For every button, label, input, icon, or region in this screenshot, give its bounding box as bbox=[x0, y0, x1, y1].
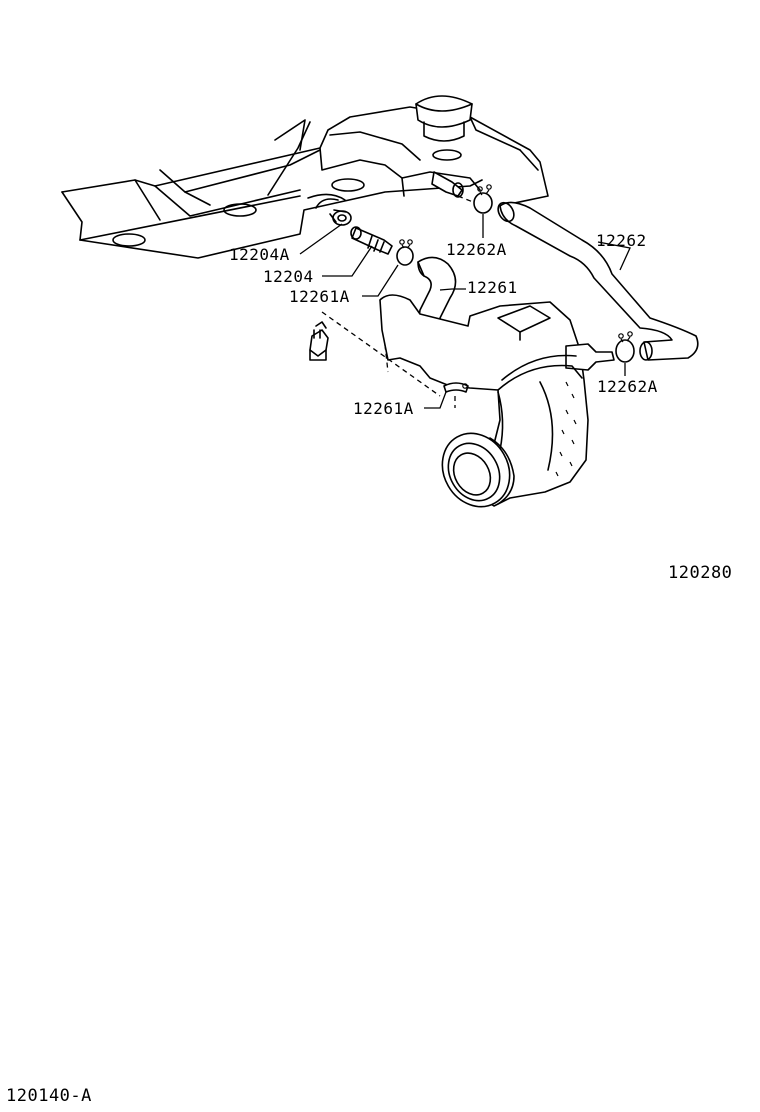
callout-12262a-lower: 12262A bbox=[597, 377, 658, 396]
hose-12262 bbox=[497, 201, 699, 361]
callout-12204: 12204 bbox=[263, 267, 314, 286]
page-code: 120140-A bbox=[6, 1086, 92, 1106]
callout-12261: 12261 bbox=[467, 278, 518, 297]
callout-12262a-upper: 12262A bbox=[446, 240, 507, 259]
clamp-12262a-lower bbox=[615, 331, 635, 363]
shading bbox=[555, 381, 577, 477]
clamp-12261a-lower bbox=[443, 382, 469, 408]
nipple-fitting bbox=[309, 321, 329, 361]
air-intake-connector bbox=[379, 294, 615, 508]
leader-lines bbox=[299, 214, 631, 409]
callout-12204a: 12204A bbox=[229, 245, 290, 264]
callout-12261a-upper: 12261A bbox=[289, 287, 350, 306]
callout-12261a-lower: 12261A bbox=[353, 399, 414, 418]
pcv-valve-assembly bbox=[307, 193, 414, 266]
cylinder-head-cover bbox=[61, 95, 549, 259]
clamp-12262a-upper bbox=[473, 184, 493, 214]
figure-code: 120280 bbox=[668, 563, 732, 583]
callout-12262: 12262 bbox=[596, 231, 647, 250]
